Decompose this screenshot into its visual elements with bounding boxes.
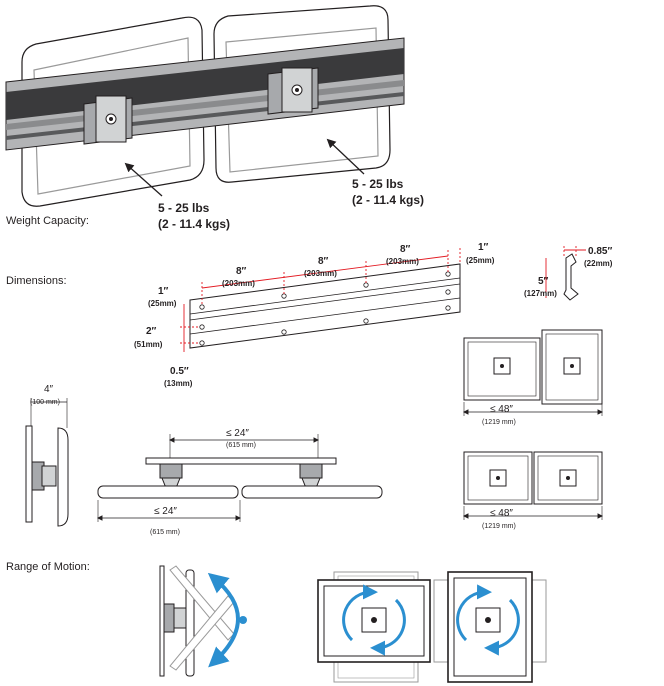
weight-label-left-kgs: (2 - 11.4 kgs) [158, 217, 230, 231]
weight-label-left-lbs: 5 - 25 lbs [158, 201, 210, 215]
rail-left-end-label: 1″ [158, 286, 169, 297]
portrait-width-label: ≤ 48″ [490, 508, 513, 519]
landscape-width-mm: (1219 mm) [482, 419, 516, 426]
dual-landscape-pair: ≤ 48″ (1219 mm) [462, 451, 604, 530]
rail-height-label: 2″ [146, 326, 157, 337]
rotate-arc-right-2 [484, 598, 520, 656]
weight-label-right-kgs: (2 - 11.4 kgs) [352, 193, 424, 207]
rail-right-end-label: 1″ [478, 242, 489, 253]
rail-height-mm: (51mm) [134, 340, 163, 349]
tilt-arc [207, 572, 240, 668]
rotate-arc-left-2 [370, 598, 406, 656]
side-depth-mm: (100 mm) [30, 399, 60, 406]
section-weight-capacity: Weight Capacity: [6, 215, 89, 227]
rail-spacing-3-mm: (203mm) [386, 257, 419, 266]
rail-profile-drawing: 0.85″ (22mm) 5″ (127mm) [524, 246, 613, 301]
rail-spacing-2-label: 8″ [318, 256, 329, 267]
rail-spacing-2-mm: (203mm) [304, 269, 337, 278]
rail-spacing-1-label: 8″ [236, 266, 247, 277]
profile-height-label: 5″ [538, 276, 549, 287]
bottom-span-label: ≤ 24″ [154, 506, 177, 517]
section-range-of-motion: Range of Motion: [6, 561, 90, 573]
landscape-portrait-pair: ≤ 48″ (1219 mm) [462, 329, 604, 426]
top-span-label: ≤ 24″ [226, 428, 249, 439]
rotate-arc-left-1 [342, 584, 378, 642]
landscape-width-label: ≤ 48″ [490, 404, 513, 415]
tilt-motion-drawing [159, 565, 247, 677]
rail-spacing-3-label: 8″ [400, 244, 411, 255]
section-dimensions: Dimensions: [6, 275, 67, 287]
profile-depth-label: 0.85″ [588, 246, 612, 257]
rail-right-end-mm: (25mm) [466, 256, 495, 265]
rotate-landscape-drawing [317, 571, 431, 683]
rotate-portrait-drawing [433, 571, 547, 683]
left-monitor-bracket [83, 95, 133, 145]
rail-left-end-mm: (25mm) [148, 299, 177, 308]
rail-spacing-1-mm: (203mm) [222, 279, 255, 288]
side-depth-label: 4″ [44, 384, 54, 395]
rail-bottom-mm: (13mm) [164, 379, 193, 388]
right-monitor-bracket [267, 67, 319, 115]
profile-height-mm: (127mm) [524, 289, 557, 298]
rail-dimension-drawing: 8″ (203mm) 8″ (203mm) 8″ (203mm) 1″ (25m… [134, 242, 495, 388]
rail-bottom-label: 0.5″ [170, 366, 189, 377]
top-view-drawing: ≤ 24″ (615 mm) ≤ 24″ (615 mm) [96, 428, 383, 536]
weight-label-right-lbs: 5 - 25 lbs [352, 177, 404, 191]
rotate-arc-right-1 [456, 584, 492, 642]
bottom-span-mm: (615 mm) [150, 529, 180, 536]
profile-depth-mm: (22mm) [584, 259, 613, 268]
dual-monitor-rail-illustration: 5 - 25 lbs (2 - 11.4 kgs) 5 - 25 lbs (2 … [5, 5, 424, 231]
top-span-mm: (615 mm) [226, 442, 256, 449]
left-weight-arrow [124, 162, 163, 197]
right-weight-arrow [326, 138, 365, 175]
side-view-drawing: 4″ (100 mm) [25, 384, 69, 527]
portrait-width-mm: (1219 mm) [482, 523, 516, 530]
